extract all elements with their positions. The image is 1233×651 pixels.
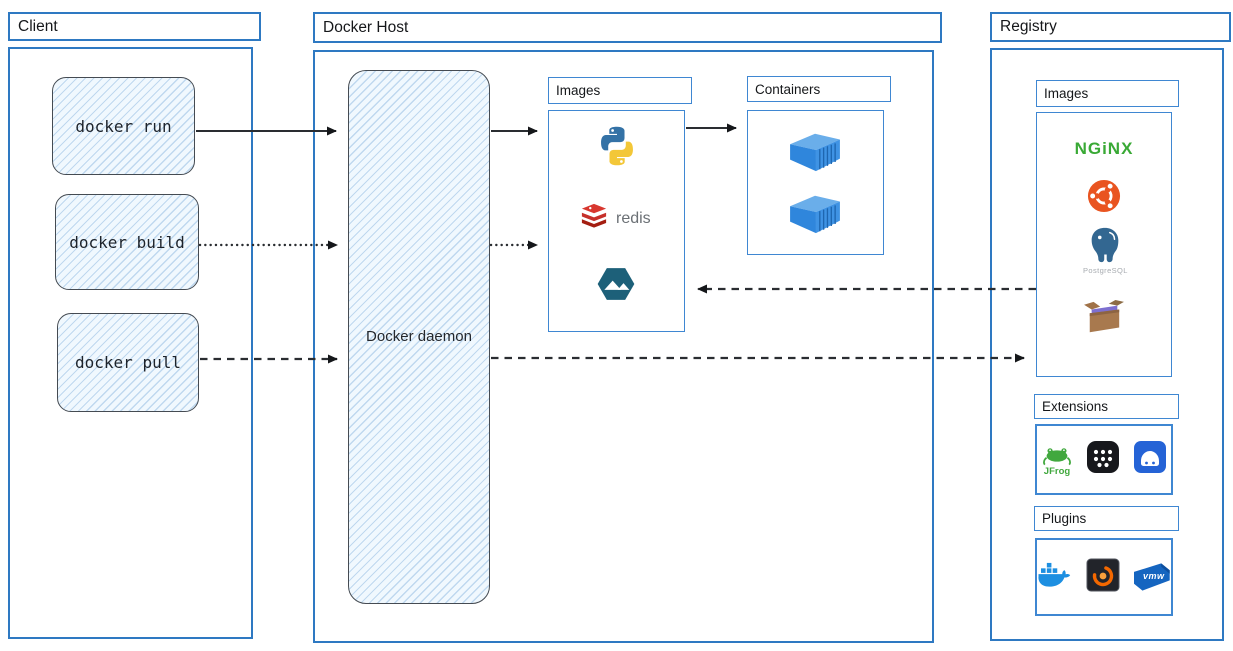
plugins-panel-title: Plugins xyxy=(1034,506,1179,531)
docker-pull-label: docker pull xyxy=(75,353,181,372)
client-section-title: Client xyxy=(8,12,261,41)
host-images-title-text: Images xyxy=(556,83,601,98)
docker-run-label: docker run xyxy=(75,116,172,136)
postgresql-label: PostgreSQL xyxy=(1083,266,1128,275)
docker-host-title-text: Docker Host xyxy=(323,18,409,36)
docker-build-box: docker build xyxy=(55,194,199,290)
registry-title-text: Registry xyxy=(1000,18,1057,35)
ubuntu-icon xyxy=(1087,179,1121,213)
jfrog-label: JFrog xyxy=(1043,465,1071,477)
docker-daemon-box: Docker daemon xyxy=(348,70,490,604)
extensions-panel-title: Extensions xyxy=(1034,394,1179,419)
docker-host-section-title: Docker Host xyxy=(313,12,942,43)
nginx-logo: NGiNX xyxy=(1074,139,1134,158)
containers-panel-body xyxy=(747,110,884,255)
vmware-icon: vmw xyxy=(1130,560,1172,594)
registry-images-panel-title: Images xyxy=(1036,80,1179,107)
disk-drive-icon xyxy=(1133,440,1167,479)
registry-section-title: Registry xyxy=(990,12,1231,42)
host-images-panel-body: redis xyxy=(548,110,685,332)
redis-icon xyxy=(579,203,609,235)
container-icon xyxy=(784,128,846,174)
host-images-panel-title: Images xyxy=(548,77,692,104)
vmware-label: vmw xyxy=(1143,571,1165,581)
client-title-text: Client xyxy=(18,17,58,35)
redis-label: redis xyxy=(616,210,651,227)
container-icon xyxy=(784,190,846,236)
extensions-panel-body: JFrog xyxy=(1035,424,1173,495)
grafana-icon xyxy=(1086,558,1120,597)
postgresql-icon: PostgreSQL xyxy=(1083,225,1128,275)
jfrog-icon: JFrog xyxy=(1041,443,1073,477)
alpine-icon xyxy=(596,264,636,304)
containers-panel-title: Containers xyxy=(747,76,891,102)
registry-images-title-text: Images xyxy=(1044,86,1089,101)
docker-whale-icon xyxy=(1036,559,1076,596)
python-icon xyxy=(595,124,639,168)
apps-grid-icon xyxy=(1086,440,1120,479)
containers-title-text: Containers xyxy=(755,81,821,97)
plugins-panel-body: vmw xyxy=(1035,538,1173,616)
docker-run-box: docker run xyxy=(52,77,195,175)
plugins-title-text: Plugins xyxy=(1042,511,1087,526)
registry-images-panel-body: NGiNX PostgreSQL xyxy=(1036,112,1172,377)
busybox-icon xyxy=(1081,299,1127,337)
docker-daemon-label: Docker daemon xyxy=(366,328,472,346)
docker-build-label: docker build xyxy=(69,232,185,252)
extensions-title-text: Extensions xyxy=(1042,399,1109,414)
docker-pull-box: docker pull xyxy=(57,313,199,412)
